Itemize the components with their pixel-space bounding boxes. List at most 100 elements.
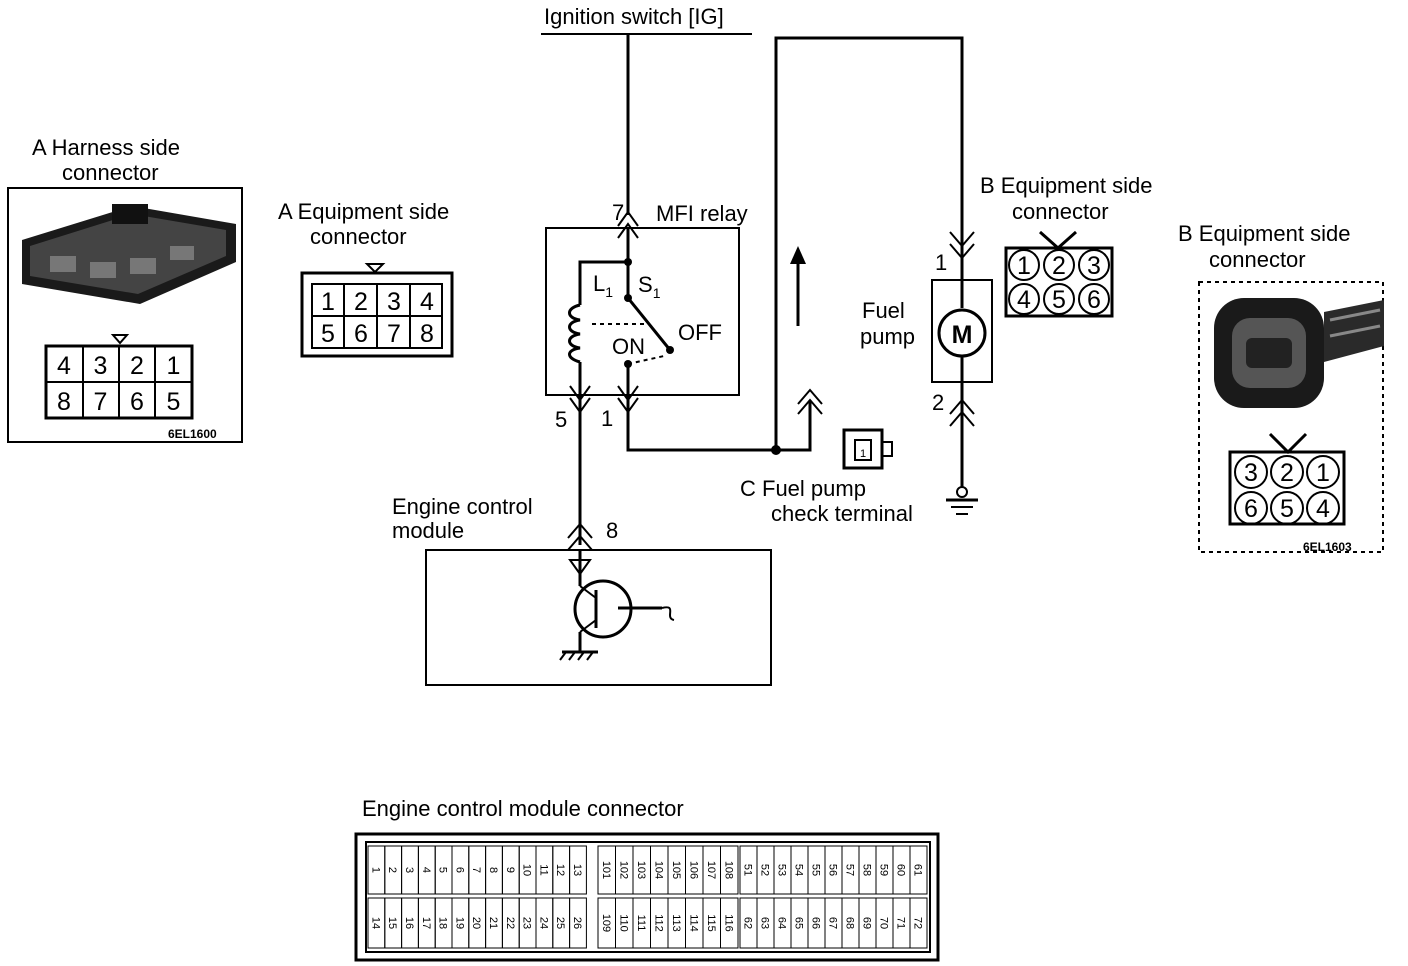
conn-a-equip-title-1: A Equipment side (278, 199, 449, 224)
connector-pin: 4 (420, 288, 434, 316)
ecm-pin-number: 56 (827, 864, 839, 876)
connector-pin: 1 (1017, 252, 1031, 280)
connector-pin: 2 (130, 352, 144, 380)
ecm-pin-number: 21 (487, 917, 499, 929)
ecm-diode (568, 559, 592, 576)
pin-label-pump-2: 2 (932, 390, 944, 415)
ecm-pin-number: 104 (652, 861, 664, 879)
connector-pin: 8 (420, 320, 434, 348)
ecm-pin-number: 26 (571, 917, 583, 929)
ecm-pin-number: 17 (420, 917, 432, 929)
ecm-box (425, 549, 772, 686)
conn-b-small-housing (1004, 246, 1114, 318)
connector-pin: 5 (167, 388, 181, 416)
conn-b-photo-image (1214, 298, 1384, 408)
conn-b-photo-title-1: B Equipment side (1178, 221, 1350, 246)
ecm-pin-number: 66 (810, 917, 822, 929)
ecm-pin-number: 72 (912, 917, 924, 929)
connector-pin-socket (1008, 249, 1040, 281)
ecm-pin-number: 4 (420, 867, 432, 873)
pin-label-pump-1: 1 (935, 250, 947, 275)
ecm-pin-number: 7 (470, 867, 482, 873)
fuel-pump-label-1: Fuel (862, 298, 905, 323)
conn-a-harness-photo (22, 204, 236, 304)
ecm-pin-number: 15 (386, 917, 398, 929)
connector-pin: 2 (1052, 252, 1066, 280)
check-terminal-pin: 1 (860, 448, 866, 460)
conn-b-small-title-1: B Equipment side (980, 173, 1152, 198)
ecm-pin-number: 53 (776, 864, 788, 876)
ecm-pin-number: 59 (878, 864, 890, 876)
mfi-relay-label: MFI relay (656, 201, 748, 226)
ecm-pin-number: 69 (861, 917, 873, 929)
ecm-pin-number: 70 (878, 917, 890, 929)
ecm-pin-number: 103 (635, 861, 647, 879)
check-terminal-label-2: check terminal (771, 501, 913, 526)
connector-pin-socket (1043, 249, 1075, 281)
connector-pin: 6 (1087, 286, 1101, 314)
pin-label-relay-5: 5 (555, 407, 567, 432)
conn-b-small-title-2: connector (1012, 199, 1109, 224)
ecm-pin-number: 113 (670, 914, 682, 932)
connector-pin: 3 (1244, 459, 1258, 487)
connector-pin: 1 (167, 352, 181, 380)
connector-pin: 4 (1316, 495, 1330, 523)
relay-coil-feed (578, 260, 628, 305)
connector-pin: 1 (321, 288, 335, 316)
connector-pin-socket (1078, 249, 1110, 281)
ecm-pin-number: 54 (793, 864, 805, 876)
ecm-pin-number: 112 (652, 914, 664, 932)
ecm-pin-cell (909, 897, 928, 949)
conn-a-equip-title-2: connector (310, 224, 407, 249)
ecm-pin-number: 6 (453, 867, 465, 873)
connector-pin-socket (1306, 455, 1340, 489)
connector-pin-socket (1270, 491, 1304, 525)
ecm-pin-number: 16 (403, 917, 415, 929)
pin-label-relay-7: 7 (612, 200, 624, 225)
connector-pin-socket (1234, 491, 1268, 525)
connector-pin: 7 (387, 320, 401, 348)
ecm-pin-number: 65 (793, 917, 805, 929)
ecm-pin-number: 8 (487, 867, 499, 873)
ecm-pin-number: 110 (617, 914, 629, 932)
conn-a-harness-code: 6EL1600 (168, 427, 217, 441)
ecm-pin-cell (720, 845, 739, 895)
ecm-pin-number: 61 (912, 864, 924, 876)
ecm-pin-number: 109 (600, 914, 612, 932)
conn-b-small-latch (1039, 230, 1077, 251)
ecm-pin-number: 51 (742, 864, 754, 876)
ecm-pin-number: 10 (521, 864, 533, 876)
ecm-connector-housing (354, 832, 940, 962)
ecm-pin-number: 107 (705, 861, 717, 879)
on-label: ON (612, 334, 645, 359)
ecm-pin-number: 62 (742, 917, 754, 929)
conn-a-harness-title-2: connector (62, 160, 159, 185)
connector-pin: 7 (94, 388, 108, 416)
ecm-pin-number: 22 (504, 917, 516, 929)
wire-junction-to-pump (774, 36, 964, 450)
connector-pin-socket (1008, 283, 1040, 315)
ecm-pin-cell (720, 897, 739, 949)
ecm-label-1: Engine control (392, 494, 533, 519)
wire-relay-to-junction (626, 395, 776, 452)
off-label: OFF (678, 320, 722, 345)
connector-pin: 4 (1017, 286, 1031, 314)
connector-pin: 3 (1087, 252, 1101, 280)
motor-label: M (952, 321, 973, 349)
connector-pin: 8 (57, 388, 71, 416)
connector-pin: 1 (1316, 459, 1330, 487)
ecm-pin-number: 13 (571, 864, 583, 876)
ecm-connector-title: Engine control module connector (362, 796, 684, 821)
ecm-pin-number: 64 (776, 917, 788, 929)
ecm-label-2: module (392, 518, 464, 543)
ecm-pin-number: 102 (617, 861, 629, 879)
connector-pin: 5 (321, 320, 335, 348)
ecm-pin-number: 23 (521, 917, 533, 929)
connector-pin-socket (1078, 283, 1110, 315)
connector-pin: 5 (1052, 286, 1066, 314)
